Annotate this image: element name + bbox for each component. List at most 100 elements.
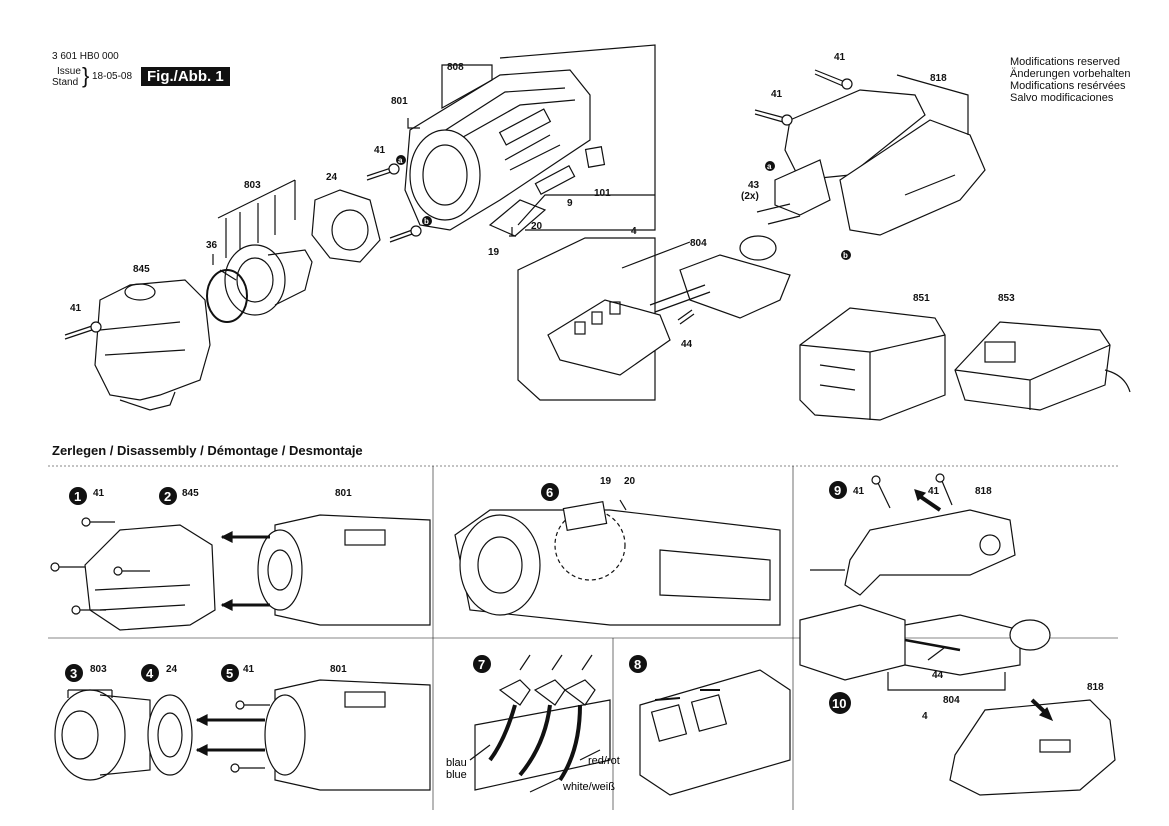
issue-label: Issue (57, 66, 81, 77)
step-9-circle (829, 481, 847, 499)
label-41: 41 (834, 52, 846, 63)
step9-part-818: 818 (975, 486, 992, 497)
step7-connectors (474, 654, 611, 791)
mod-line: Modifications resérvées (1010, 80, 1126, 92)
figure-label: Fig./Abb. 1 (141, 67, 230, 86)
spring-44 (677, 309, 695, 325)
step5-body-801 (264, 679, 431, 791)
wire-red: red/rot (588, 755, 620, 767)
step-4-circle (141, 664, 159, 682)
label-845: 845 (133, 264, 150, 275)
marker-b-left (422, 216, 432, 226)
label-853: 853 (998, 293, 1015, 304)
step6-housing (454, 499, 781, 626)
label-9: 9 (567, 198, 573, 209)
marker-b2-text: b (843, 251, 848, 260)
step1-screws (50, 517, 150, 615)
section-title: Zerlegen / Disassembly / Démontage / Des… (52, 443, 363, 458)
step-2-circle (159, 487, 177, 505)
screw-41-d (814, 69, 853, 90)
charger-853 (954, 321, 1131, 411)
step1-part-41: 41 (93, 488, 105, 499)
step-7-number: 7 (478, 657, 485, 672)
step3-gear (54, 689, 151, 781)
screw-41-c (64, 321, 102, 340)
mod-line: Salvo modificaciones (1010, 92, 1114, 104)
marker-a-text: a (398, 156, 403, 165)
label-20: 20 (531, 221, 543, 232)
wire-blue-de: blau (446, 757, 467, 769)
step1-head (84, 524, 216, 631)
step-3-number: 3 (70, 666, 77, 681)
step-9-number: 9 (834, 483, 841, 498)
label-41: 41 (70, 303, 82, 314)
step3-part-803: 803 (90, 664, 107, 675)
electronics-module-4 (547, 299, 671, 376)
label-44: 44 (681, 339, 693, 350)
step10-part-4: 4 (922, 711, 928, 722)
step-3-circle (65, 664, 83, 682)
label-19: 19 (488, 247, 500, 258)
step-10-circle (829, 692, 851, 714)
screw-41-a (366, 163, 400, 181)
step5-part-41: 41 (243, 664, 255, 675)
step9-cover-818 (810, 509, 1016, 596)
label-101: 101 (594, 188, 611, 199)
gear-head-845 (94, 279, 211, 411)
step9-part-41a: 41 (853, 486, 865, 497)
step-5-number: 5 (226, 666, 233, 681)
brace: } (82, 63, 90, 88)
switch-board-804 (649, 235, 791, 319)
step8-contacts (639, 669, 791, 796)
step10-part-804: 804 (943, 695, 960, 706)
step-6-number: 6 (546, 485, 553, 500)
marker-a-right (765, 161, 775, 171)
step-2-number: 2 (164, 489, 171, 504)
issue-date: 18-05-08 (92, 71, 133, 82)
step1-body-801 (257, 514, 431, 626)
marker-a-left (396, 155, 406, 165)
step10-electronics (799, 604, 1051, 681)
step10-cover-818 (949, 699, 1116, 796)
step10-part-44: 44 (932, 670, 944, 681)
wire-white: white/weiß (562, 781, 615, 793)
label-801: 801 (391, 96, 408, 107)
stand-label: Stand (52, 77, 79, 88)
step-10-number: 10 (832, 696, 846, 711)
step-8-number: 8 (634, 657, 641, 672)
gear-assembly-803 (219, 244, 313, 316)
battery-851 (799, 307, 946, 421)
ring-24 (311, 189, 381, 263)
step-1-number: 1 (74, 489, 81, 504)
label-851: 851 (913, 293, 930, 304)
marker-b-text: b (424, 217, 429, 226)
cover-818 (774, 89, 986, 236)
pins-43 (756, 203, 801, 225)
step6-part-20: 20 (624, 476, 636, 487)
label-808: 808 (447, 62, 464, 73)
step6-part-19: 19 (600, 476, 612, 487)
label-2x: (2x) (741, 191, 759, 202)
marker-a2-text: a (767, 162, 772, 171)
step-6-circle (541, 483, 559, 501)
label-818: 818 (930, 73, 947, 84)
mod-line: Änderungen vorbehalten (1010, 68, 1131, 80)
label-43: 43 (748, 180, 760, 191)
label-41: 41 (771, 89, 783, 100)
step2-part-845: 845 (182, 488, 199, 499)
label-24: 24 (326, 172, 338, 183)
marker-b-right (841, 250, 851, 260)
label-4: 4 (631, 226, 637, 237)
step-7-circle (473, 655, 491, 673)
step-801b-label: 801 (330, 664, 347, 675)
screw-41-e (754, 109, 793, 126)
label-36: 36 (206, 240, 218, 251)
step-5-circle (221, 664, 239, 682)
step10-part-818: 818 (1087, 682, 1104, 693)
step4-ring (147, 694, 193, 776)
label-41: 41 (374, 145, 386, 156)
screw-41-b (389, 225, 422, 243)
label-803: 803 (244, 180, 261, 191)
wire-blue-en: blue (446, 769, 467, 781)
step-1-circle (69, 487, 87, 505)
